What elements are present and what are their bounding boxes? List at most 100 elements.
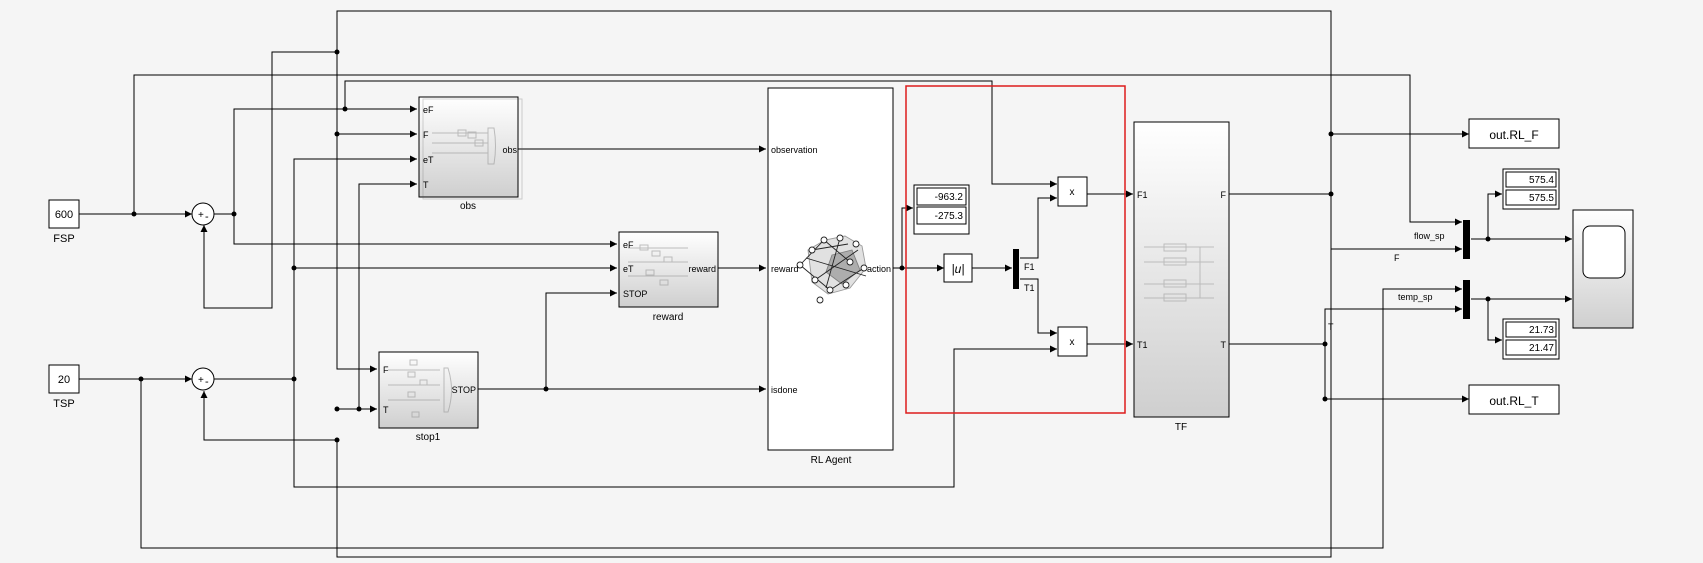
tf-port-t1: T1 bbox=[1137, 340, 1148, 350]
obs-port-f: F bbox=[423, 130, 429, 140]
sum2-plus-sign: + bbox=[198, 375, 204, 386]
wire-t-obs[interactable] bbox=[358, 180, 417, 409]
tsp-value: 20 bbox=[58, 374, 70, 386]
out-rl-f-block[interactable]: out.RL_F bbox=[1468, 118, 1560, 149]
stop1-port-stop: STOP bbox=[452, 385, 476, 395]
wire-fsp-flowsp[interactable] bbox=[133, 74, 1462, 226]
temp-display-value-1: 21.73 bbox=[1529, 325, 1554, 336]
sum1-minus-sign: - bbox=[205, 211, 209, 223]
action-display-value-1: -963.2 bbox=[935, 192, 964, 203]
wire-feedback-sum1[interactable] bbox=[200, 51, 337, 309]
demux-port-f1: F1 bbox=[1024, 262, 1035, 272]
tf-block-name: TF bbox=[1175, 422, 1187, 433]
junction-dots bbox=[131, 49, 1491, 443]
obs-port-ef: eF bbox=[423, 105, 434, 115]
sum1-plus-sign: + bbox=[198, 210, 204, 221]
obs-port-et: eT bbox=[423, 155, 434, 165]
out-rl-f-label: out.RL_F bbox=[1489, 128, 1538, 142]
product-block-t[interactable]: x bbox=[1057, 326, 1088, 357]
obs-subsystem-block[interactable]: eF F eT T obs obs bbox=[418, 96, 523, 212]
reward-internal-sketch bbox=[628, 244, 688, 286]
tsp-constant-block[interactable]: 20 TSP bbox=[48, 364, 80, 410]
out-rl-t-label: out.RL_T bbox=[1489, 394, 1539, 408]
temp-display-block[interactable]: 21.73 21.47 bbox=[1502, 318, 1560, 360]
wire-et-obs[interactable] bbox=[293, 155, 417, 379]
abs-block-label: |u| bbox=[952, 262, 965, 276]
signal-label-f: F bbox=[1394, 253, 1400, 263]
flow-display-value-1: 575.4 bbox=[1529, 175, 1554, 186]
abs-block[interactable]: |u| bbox=[943, 253, 973, 283]
reward-port-stop: STOP bbox=[623, 289, 647, 299]
fsp-constant-block[interactable]: 600 FSP bbox=[48, 199, 80, 245]
flow-display-block[interactable]: 575.4 575.5 bbox=[1502, 168, 1560, 210]
wire-demux-prod1[interactable] bbox=[1020, 194, 1057, 259]
rl-agent-block[interactable]: observation reward isdone action RL Agen… bbox=[767, 87, 894, 466]
agent-port-observation: observation bbox=[771, 145, 818, 155]
flow-mux-block[interactable] bbox=[1463, 220, 1470, 259]
stop1-internal-sketch bbox=[388, 359, 452, 418]
reward-port-reward: reward bbox=[688, 264, 716, 274]
agent-block-name: RL Agent bbox=[811, 455, 852, 466]
reward-block-name: reward bbox=[653, 312, 684, 323]
agent-port-action: action bbox=[867, 264, 891, 274]
tf-subsystem-block[interactable]: F1 T1 F T TF bbox=[1133, 121, 1230, 433]
fsp-label: FSP bbox=[53, 233, 74, 245]
stop1-port-t: T bbox=[383, 405, 389, 415]
signal-label-t: T bbox=[1328, 322, 1334, 332]
signal-label-flow-sp: flow_sp bbox=[1414, 231, 1445, 241]
reward-subsystem-block[interactable]: eF eT STOP reward reward bbox=[618, 231, 719, 323]
obs-internal-sketch bbox=[432, 127, 496, 165]
tf-port-f1: F1 bbox=[1137, 190, 1148, 200]
wire-flowmux-display[interactable] bbox=[1487, 190, 1502, 239]
signal-label-temp-sp: temp_sp bbox=[1398, 292, 1433, 302]
obs-block-name: obs bbox=[460, 201, 476, 212]
wire-t-feedback-sum2[interactable] bbox=[200, 391, 337, 441]
wire-et-prod2[interactable] bbox=[293, 345, 1057, 488]
prod1-symbol: x bbox=[1070, 187, 1075, 198]
agent-port-isdone: isdone bbox=[771, 385, 798, 395]
flow-display-value-2: 575.5 bbox=[1529, 193, 1554, 204]
selection-highlight-box[interactable] bbox=[905, 85, 1126, 414]
signal-lines bbox=[79, 10, 1572, 558]
tf-internal-sketch bbox=[1144, 243, 1214, 302]
fsp-value: 600 bbox=[55, 209, 73, 221]
demux-block[interactable]: F1 T1 bbox=[1013, 249, 1035, 293]
neural-network-icon bbox=[796, 234, 868, 304]
agent-port-reward: reward bbox=[771, 264, 799, 274]
tf-port-t: T bbox=[1221, 340, 1227, 350]
wire-action-display[interactable] bbox=[901, 204, 913, 268]
tsp-label: TSP bbox=[53, 398, 74, 410]
wire-f-flowmux[interactable] bbox=[1330, 194, 1462, 253]
out-rl-t-block[interactable]: out.RL_T bbox=[1468, 384, 1560, 415]
product-block-f[interactable]: x bbox=[1057, 176, 1088, 207]
wire-outer-branch-f[interactable] bbox=[336, 52, 417, 138]
wire-tempmux-display[interactable] bbox=[1487, 299, 1502, 344]
wire-t-tempmux[interactable] bbox=[1324, 305, 1462, 344]
wire-f-prod1[interactable] bbox=[344, 80, 1057, 188]
obs-port-obs: obs bbox=[502, 145, 517, 155]
wire-ef-reward[interactable] bbox=[233, 214, 617, 248]
stop1-block-name: stop1 bbox=[416, 432, 441, 443]
sum-block-flow[interactable]: + - bbox=[191, 202, 215, 226]
wire-stop-reward[interactable] bbox=[545, 289, 617, 389]
temp-display-value-2: 21.47 bbox=[1529, 343, 1554, 354]
obs-port-t: T bbox=[423, 180, 429, 190]
wire-ef-obs[interactable] bbox=[233, 105, 417, 214]
prod2-symbol: x bbox=[1070, 337, 1075, 348]
reward-port-et: eT bbox=[623, 264, 634, 274]
sum-block-temp[interactable]: + - bbox=[191, 367, 215, 391]
wire-tsp-tempsp[interactable] bbox=[140, 285, 1462, 549]
stop1-subsystem-block[interactable]: F T STOP stop1 bbox=[378, 351, 479, 443]
action-display-value-2: -275.3 bbox=[935, 211, 964, 222]
wire-f-stop[interactable] bbox=[336, 134, 377, 373]
wire-outer-loop[interactable] bbox=[336, 10, 1332, 558]
demux-port-t1: T1 bbox=[1024, 283, 1035, 293]
reward-port-ef: eF bbox=[623, 240, 634, 250]
action-display-block[interactable]: -963.2 -275.3 bbox=[913, 184, 970, 235]
temp-mux-block[interactable] bbox=[1463, 280, 1470, 319]
wire-demux-prod2[interactable] bbox=[1020, 278, 1057, 337]
scope-block[interactable] bbox=[1572, 209, 1634, 329]
sum2-minus-sign: - bbox=[205, 376, 209, 388]
stop1-port-f: F bbox=[383, 365, 389, 375]
